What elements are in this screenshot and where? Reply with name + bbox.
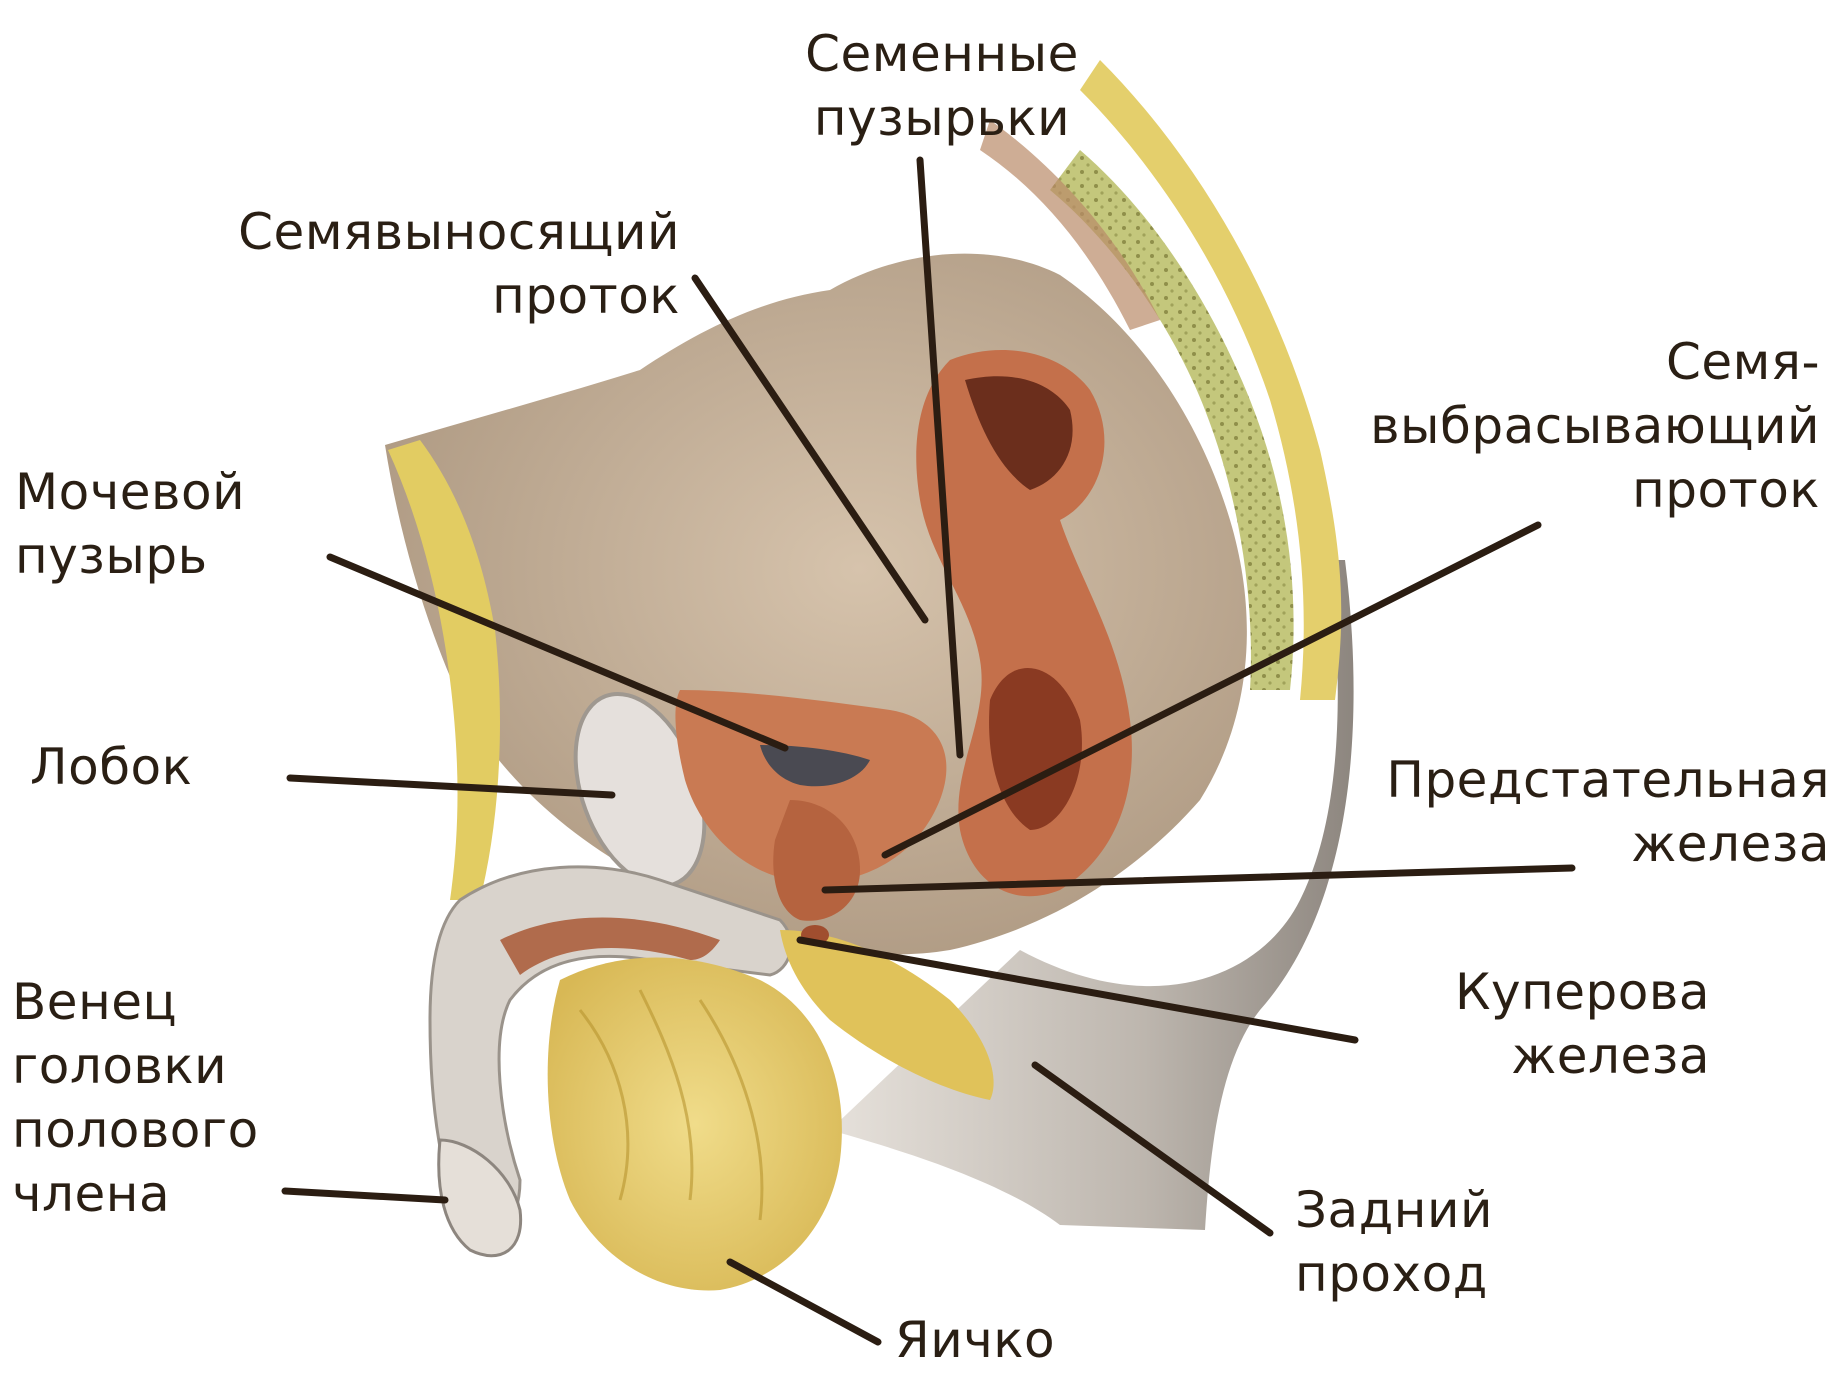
label-pubis: Лобок: [30, 735, 192, 799]
label-bladder: Мочевой пузырь: [15, 460, 245, 588]
leader-line-testis: [730, 1262, 878, 1342]
leader-line-cowper: [800, 940, 1355, 1040]
leader-line-pubis: [290, 778, 612, 795]
label-prostate: Предстательная железа: [1250, 748, 1830, 876]
leader-line-seminal-vesicles: [920, 160, 960, 755]
leader-line-anus: [1035, 1065, 1270, 1233]
label-anus: Задний проход: [1295, 1178, 1493, 1306]
label-cowper: Куперова железа: [1300, 960, 1710, 1088]
label-ejaculatory-duct: Семя- выбрасывающий проток: [1200, 330, 1820, 522]
leader-line-corona: [285, 1191, 445, 1200]
leader-line-vas-deferens: [695, 278, 925, 620]
label-vas-deferens: Семявыносящий проток: [60, 200, 680, 328]
label-testis: Яичко: [895, 1308, 1055, 1372]
label-corona: Венец головки полового члена: [12, 970, 259, 1226]
leader-line-bladder: [330, 557, 785, 748]
label-seminal-vesicles: Семенные пузырьки: [742, 22, 1142, 150]
